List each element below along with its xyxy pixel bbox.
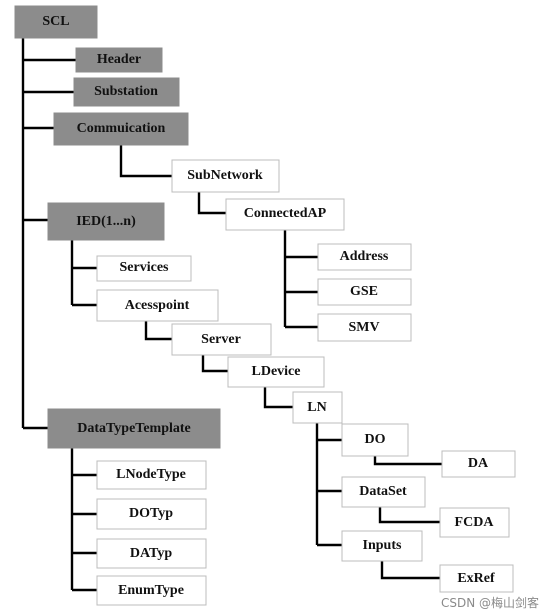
watermark: CSDN @梅山剑客 bbox=[440, 596, 539, 610]
node-address: Address bbox=[317, 243, 412, 271]
node-inputs: Inputs bbox=[341, 530, 423, 562]
node-exref: ExRef bbox=[439, 564, 514, 593]
svg-text:DataTypeTemplate: DataTypeTemplate bbox=[77, 421, 191, 436]
svg-text:Substation: Substation bbox=[94, 84, 158, 99]
node-enumtype: EnumType bbox=[96, 575, 207, 606]
node-gse: GSE bbox=[317, 278, 412, 306]
svg-text:DataSet: DataSet bbox=[359, 484, 407, 499]
svg-text:SMV: SMV bbox=[348, 320, 379, 335]
node-fcda: FCDA bbox=[439, 507, 510, 538]
node-server: Server bbox=[171, 323, 272, 356]
node-scl: SCL bbox=[14, 5, 98, 39]
svg-text:ConnectedAP: ConnectedAP bbox=[244, 206, 327, 221]
svg-text:Acesspoint: Acesspoint bbox=[125, 298, 190, 313]
svg-text:LN: LN bbox=[307, 400, 326, 415]
svg-text:DO: DO bbox=[365, 432, 386, 447]
svg-text:ExRef: ExRef bbox=[457, 571, 495, 586]
svg-text:GSE: GSE bbox=[350, 284, 378, 299]
svg-text:Server: Server bbox=[201, 332, 241, 347]
svg-text:LNodeType: LNodeType bbox=[116, 467, 186, 482]
svg-text:SubNetwork: SubNetwork bbox=[187, 168, 263, 183]
svg-text:LDevice: LDevice bbox=[252, 364, 301, 379]
node-communication: Commuication bbox=[53, 112, 189, 146]
node-datatypetemplate: DataTypeTemplate bbox=[47, 408, 221, 449]
node-services: Services bbox=[96, 255, 192, 282]
node-substation: Substation bbox=[73, 77, 180, 107]
node-do: DO bbox=[341, 423, 409, 457]
node-ldevice: LDevice bbox=[227, 356, 325, 388]
svg-text:Address: Address bbox=[340, 249, 389, 264]
node-dotyp: DOTyp bbox=[96, 498, 207, 530]
svg-text:DOTyp: DOTyp bbox=[129, 506, 173, 521]
svg-text:Services: Services bbox=[120, 260, 170, 275]
node-dataset: DataSet bbox=[341, 476, 426, 508]
node-da: DA bbox=[441, 450, 516, 478]
svg-text:FCDA: FCDA bbox=[455, 515, 495, 530]
node-header: Header bbox=[75, 47, 163, 73]
svg-text:EnumType: EnumType bbox=[118, 583, 184, 598]
svg-text:Inputs: Inputs bbox=[363, 538, 402, 553]
node-datyp: DATyp bbox=[96, 538, 207, 569]
node-accesspoint: Acesspoint bbox=[96, 289, 219, 322]
node-smv: SMV bbox=[317, 313, 412, 342]
svg-text:IED(1...n): IED(1...n) bbox=[76, 214, 136, 229]
svg-text:Commuication: Commuication bbox=[77, 121, 166, 136]
node-ied: IED(1...n) bbox=[47, 202, 165, 241]
svg-text:DA: DA bbox=[468, 456, 489, 471]
svg-text:DATyp: DATyp bbox=[130, 546, 172, 561]
node-ln: LN bbox=[292, 391, 343, 424]
svg-text:SCL: SCL bbox=[42, 14, 69, 29]
svg-text:Header: Header bbox=[97, 52, 141, 67]
node-lnodetype: LNodeType bbox=[96, 460, 207, 490]
node-subnetwork: SubNetwork bbox=[171, 159, 280, 193]
node-connectedap: ConnectedAP bbox=[225, 198, 345, 231]
connectors bbox=[21, 38, 442, 592]
